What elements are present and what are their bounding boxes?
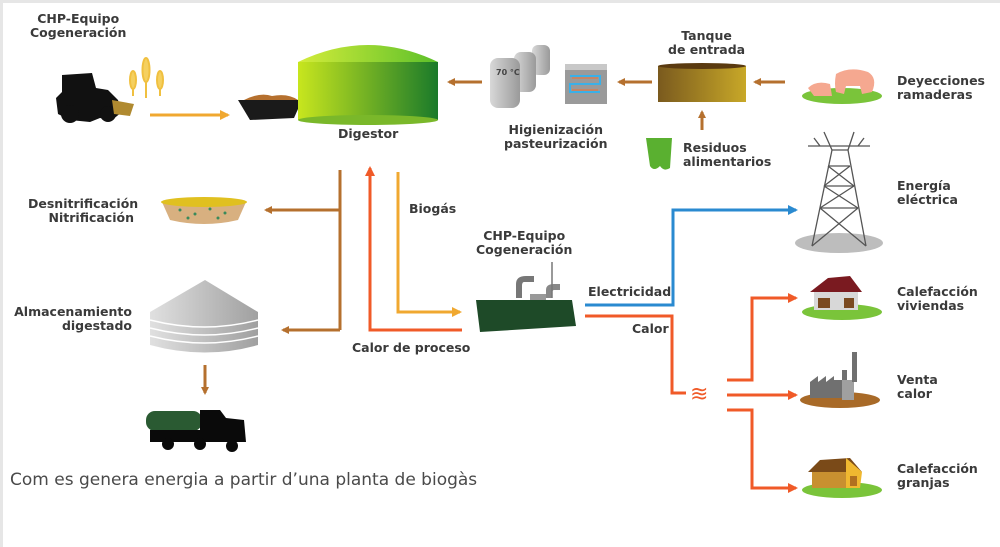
farms-line2: granjas — [897, 475, 950, 490]
food-waste-label: Residuos alimentarios — [683, 141, 771, 169]
inlet-tank-icon — [658, 63, 746, 102]
inlet-tank-line2: de entrada — [668, 42, 746, 57]
power-label: Energía eléctrica — [897, 179, 958, 207]
inlet-tank-label: Tanque de entrada — [668, 29, 745, 57]
tractor-icon — [56, 73, 134, 123]
power-pylon-icon — [795, 131, 883, 253]
storage-line2: digestado — [61, 318, 132, 333]
nitrification-label: Desnitrificación Nitrificación — [28, 196, 139, 225]
chp-mid-label: CHP-Equipo Cogeneración — [476, 229, 572, 257]
food-waste-line1: Residuos — [683, 140, 747, 155]
biogas-flow-label: Biogás — [409, 201, 457, 216]
biogas-arrow — [396, 172, 462, 317]
heat-distribution-arrows — [727, 293, 798, 493]
factory-icon — [800, 352, 880, 408]
tanker-truck-icon — [146, 410, 246, 452]
electricity-arrow — [585, 205, 798, 307]
chp-engine-icon — [476, 262, 576, 332]
hygienization-line2: pasteurización — [504, 136, 608, 151]
digester-label: Digestor — [338, 126, 399, 141]
chp-mid-line1: CHP-Equipo — [483, 228, 566, 243]
homes-line2: viviendas — [897, 298, 965, 313]
power-line2: eléctrica — [897, 192, 958, 207]
heat-sale-label: Venta calor — [897, 373, 938, 401]
hygienization-label: Higienización pasteurización — [504, 123, 608, 151]
food-waste-bin-icon — [646, 138, 672, 170]
homes-line1: Calefacción — [897, 284, 978, 299]
heat-arrow — [585, 314, 686, 395]
chp-top-line2: Cogeneración — [30, 25, 127, 40]
nitrification-line1: Desnitrificación — [28, 196, 139, 211]
pasteurizer-icon: 70 °C — [490, 45, 550, 108]
inlet-tank-line1: Tanque — [681, 28, 732, 43]
heat-flow-label: Calor — [632, 321, 669, 336]
food-waste-line2: alimentarios — [683, 154, 772, 169]
heat-symbol: ≋ — [690, 382, 708, 407]
diagram-caption: Com es genera energia a partir d’una pla… — [10, 470, 478, 490]
electricity-label: Electricidad — [588, 284, 672, 299]
nitrification-line2: Nitrificación — [48, 210, 134, 225]
feed-tub-icon — [238, 94, 302, 120]
homes-label: Calefacción viviendas — [897, 285, 978, 313]
temperature-label: 70 °C — [496, 68, 520, 77]
farms-label: Calefacción granjas — [897, 462, 978, 490]
livestock-label: Deyecciones ramaderas — [897, 74, 985, 102]
process-heat-label: Calor de proceso — [352, 340, 471, 355]
power-line1: Energía — [897, 178, 951, 193]
hygienization-line1: Higienización — [508, 122, 604, 137]
storage-label: Almacenamiento digestado — [14, 305, 132, 333]
farms-line1: Calefacción — [897, 461, 978, 476]
heat-exchanger-icon — [565, 64, 607, 104]
pigs-icon — [802, 69, 882, 104]
chp-top-label: CHP-Equipo Cogeneración — [30, 12, 126, 40]
digester-tank-icon — [298, 45, 438, 125]
barn-icon — [802, 458, 882, 498]
nitrification-basin-icon — [161, 197, 247, 224]
heat-sale-line2: calor — [897, 386, 932, 401]
livestock-line1: Deyecciones — [897, 73, 985, 88]
storage-silo-icon — [149, 280, 259, 353]
chp-top-line1: CHP-Equipo — [37, 11, 120, 26]
storage-line1: Almacenamiento — [14, 304, 132, 319]
wheat-icon — [129, 57, 164, 98]
heat-sale-line1: Venta — [897, 372, 938, 387]
livestock-line2: ramaderas — [897, 87, 973, 102]
chp-mid-line2: Cogeneración — [476, 242, 573, 257]
process-heat-arrow — [365, 166, 462, 332]
digestate-branch-lines — [264, 170, 342, 334]
house-icon — [802, 276, 882, 320]
